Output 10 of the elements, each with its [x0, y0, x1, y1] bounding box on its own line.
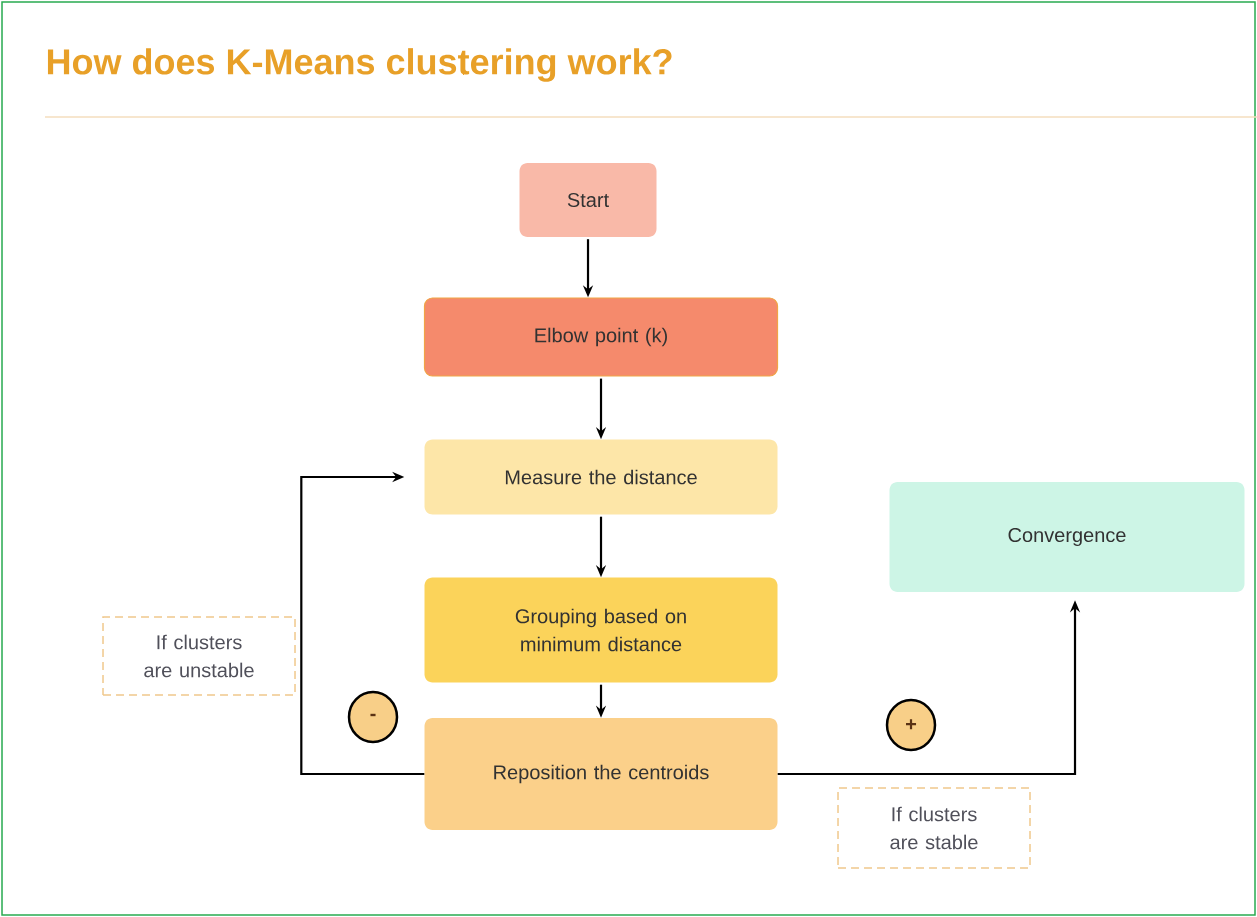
process-box: Measure the distance	[424, 439, 778, 515]
condition-note: If clusters are unstable	[102, 616, 296, 696]
arrow	[300, 471, 425, 776]
process-box: Reposition the centroids	[424, 718, 778, 830]
start-box: Start	[519, 163, 657, 237]
end-box: Convergence	[889, 482, 1245, 592]
process-box: Grouping based on minimum distance	[424, 577, 778, 683]
process-box: Elbow point (k)	[423, 297, 779, 377]
title: How does K-Means clustering work?	[47, 48, 672, 82]
condition-note: If clusters are stable	[837, 787, 1031, 869]
